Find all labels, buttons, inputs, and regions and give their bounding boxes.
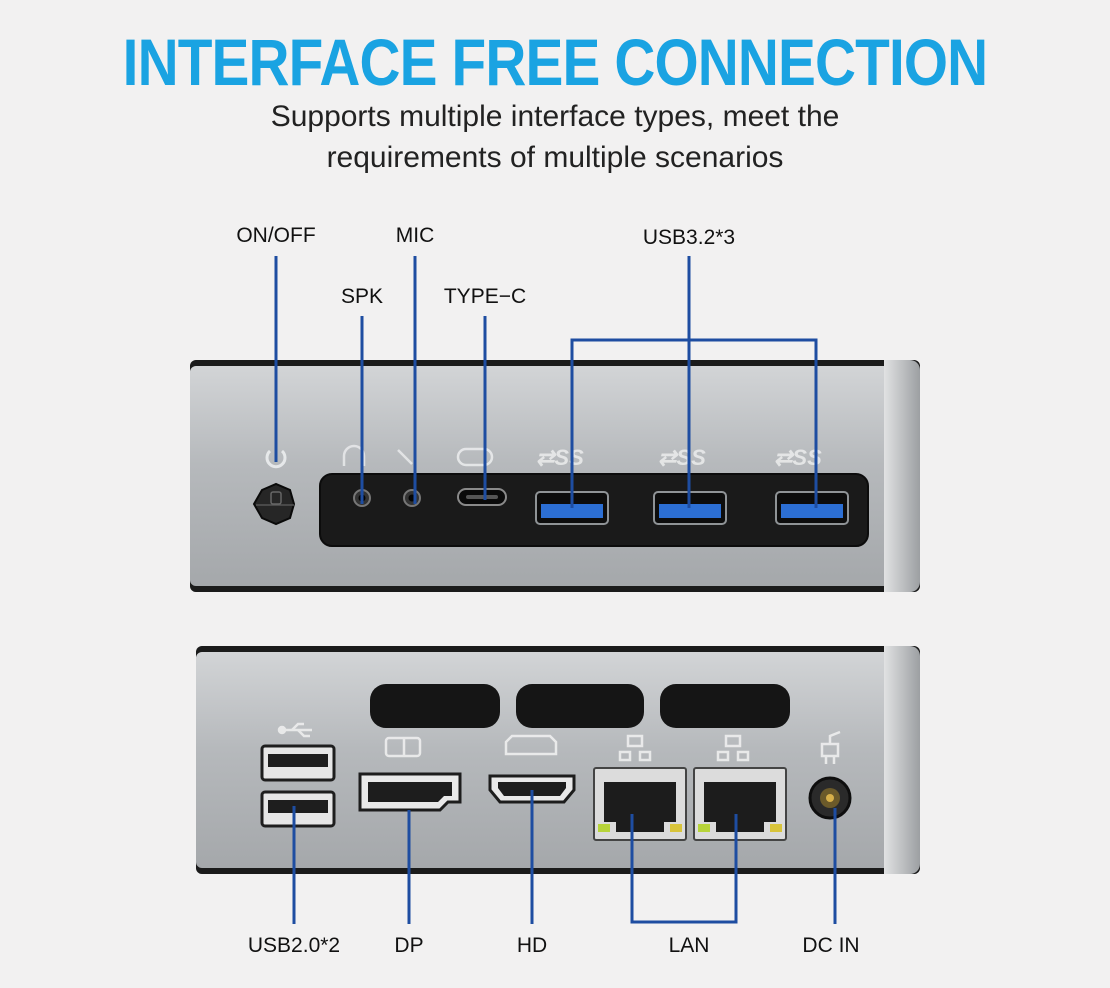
network-icon (618, 734, 750, 762)
label-dcin: DC IN (802, 934, 860, 957)
type-c-icon (456, 447, 494, 467)
subtitle-line-1: Supports multiple interface types, meet … (270, 100, 840, 133)
usb-ss-icon: ⇄SS ⇄SS ⇄SS (536, 445, 822, 470)
label-usb20: USB2.0*2 (247, 934, 341, 957)
hdmi-icon (504, 734, 558, 756)
label-onoff: ON/OFF (236, 224, 316, 247)
headphone-icon (342, 444, 366, 466)
dc-power-icon (820, 730, 841, 764)
callout-lines (274, 256, 837, 924)
svg-text:⇄SS: ⇄SS (536, 445, 584, 470)
label-lan: LAN (668, 934, 710, 957)
lan-ports (593, 767, 787, 841)
usb-icon (277, 722, 312, 738)
label-typec: TYPE−C (443, 285, 527, 308)
svg-text:⇄SS: ⇄SS (658, 445, 706, 470)
label-usb32: USB3.2*3 (642, 226, 736, 249)
front-panel-edge (884, 360, 920, 592)
label-mic: MIC (395, 224, 435, 247)
usb3-ports (535, 491, 849, 525)
rear-panel-edge (884, 646, 920, 874)
subtitle-line-2: requirements of multiple scenarios (326, 141, 784, 174)
svg-text:⇄SS: ⇄SS (774, 445, 822, 470)
headline: INTERFACE FREE CONNECTION (122, 25, 988, 99)
usb2-ports (260, 744, 336, 828)
displayport-icon (384, 736, 422, 758)
microphone-icon (397, 449, 413, 465)
label-spk: SPK (340, 285, 384, 308)
rear-vents (370, 684, 790, 728)
label-dp: DP (394, 934, 424, 957)
label-hd: HD (516, 934, 548, 957)
